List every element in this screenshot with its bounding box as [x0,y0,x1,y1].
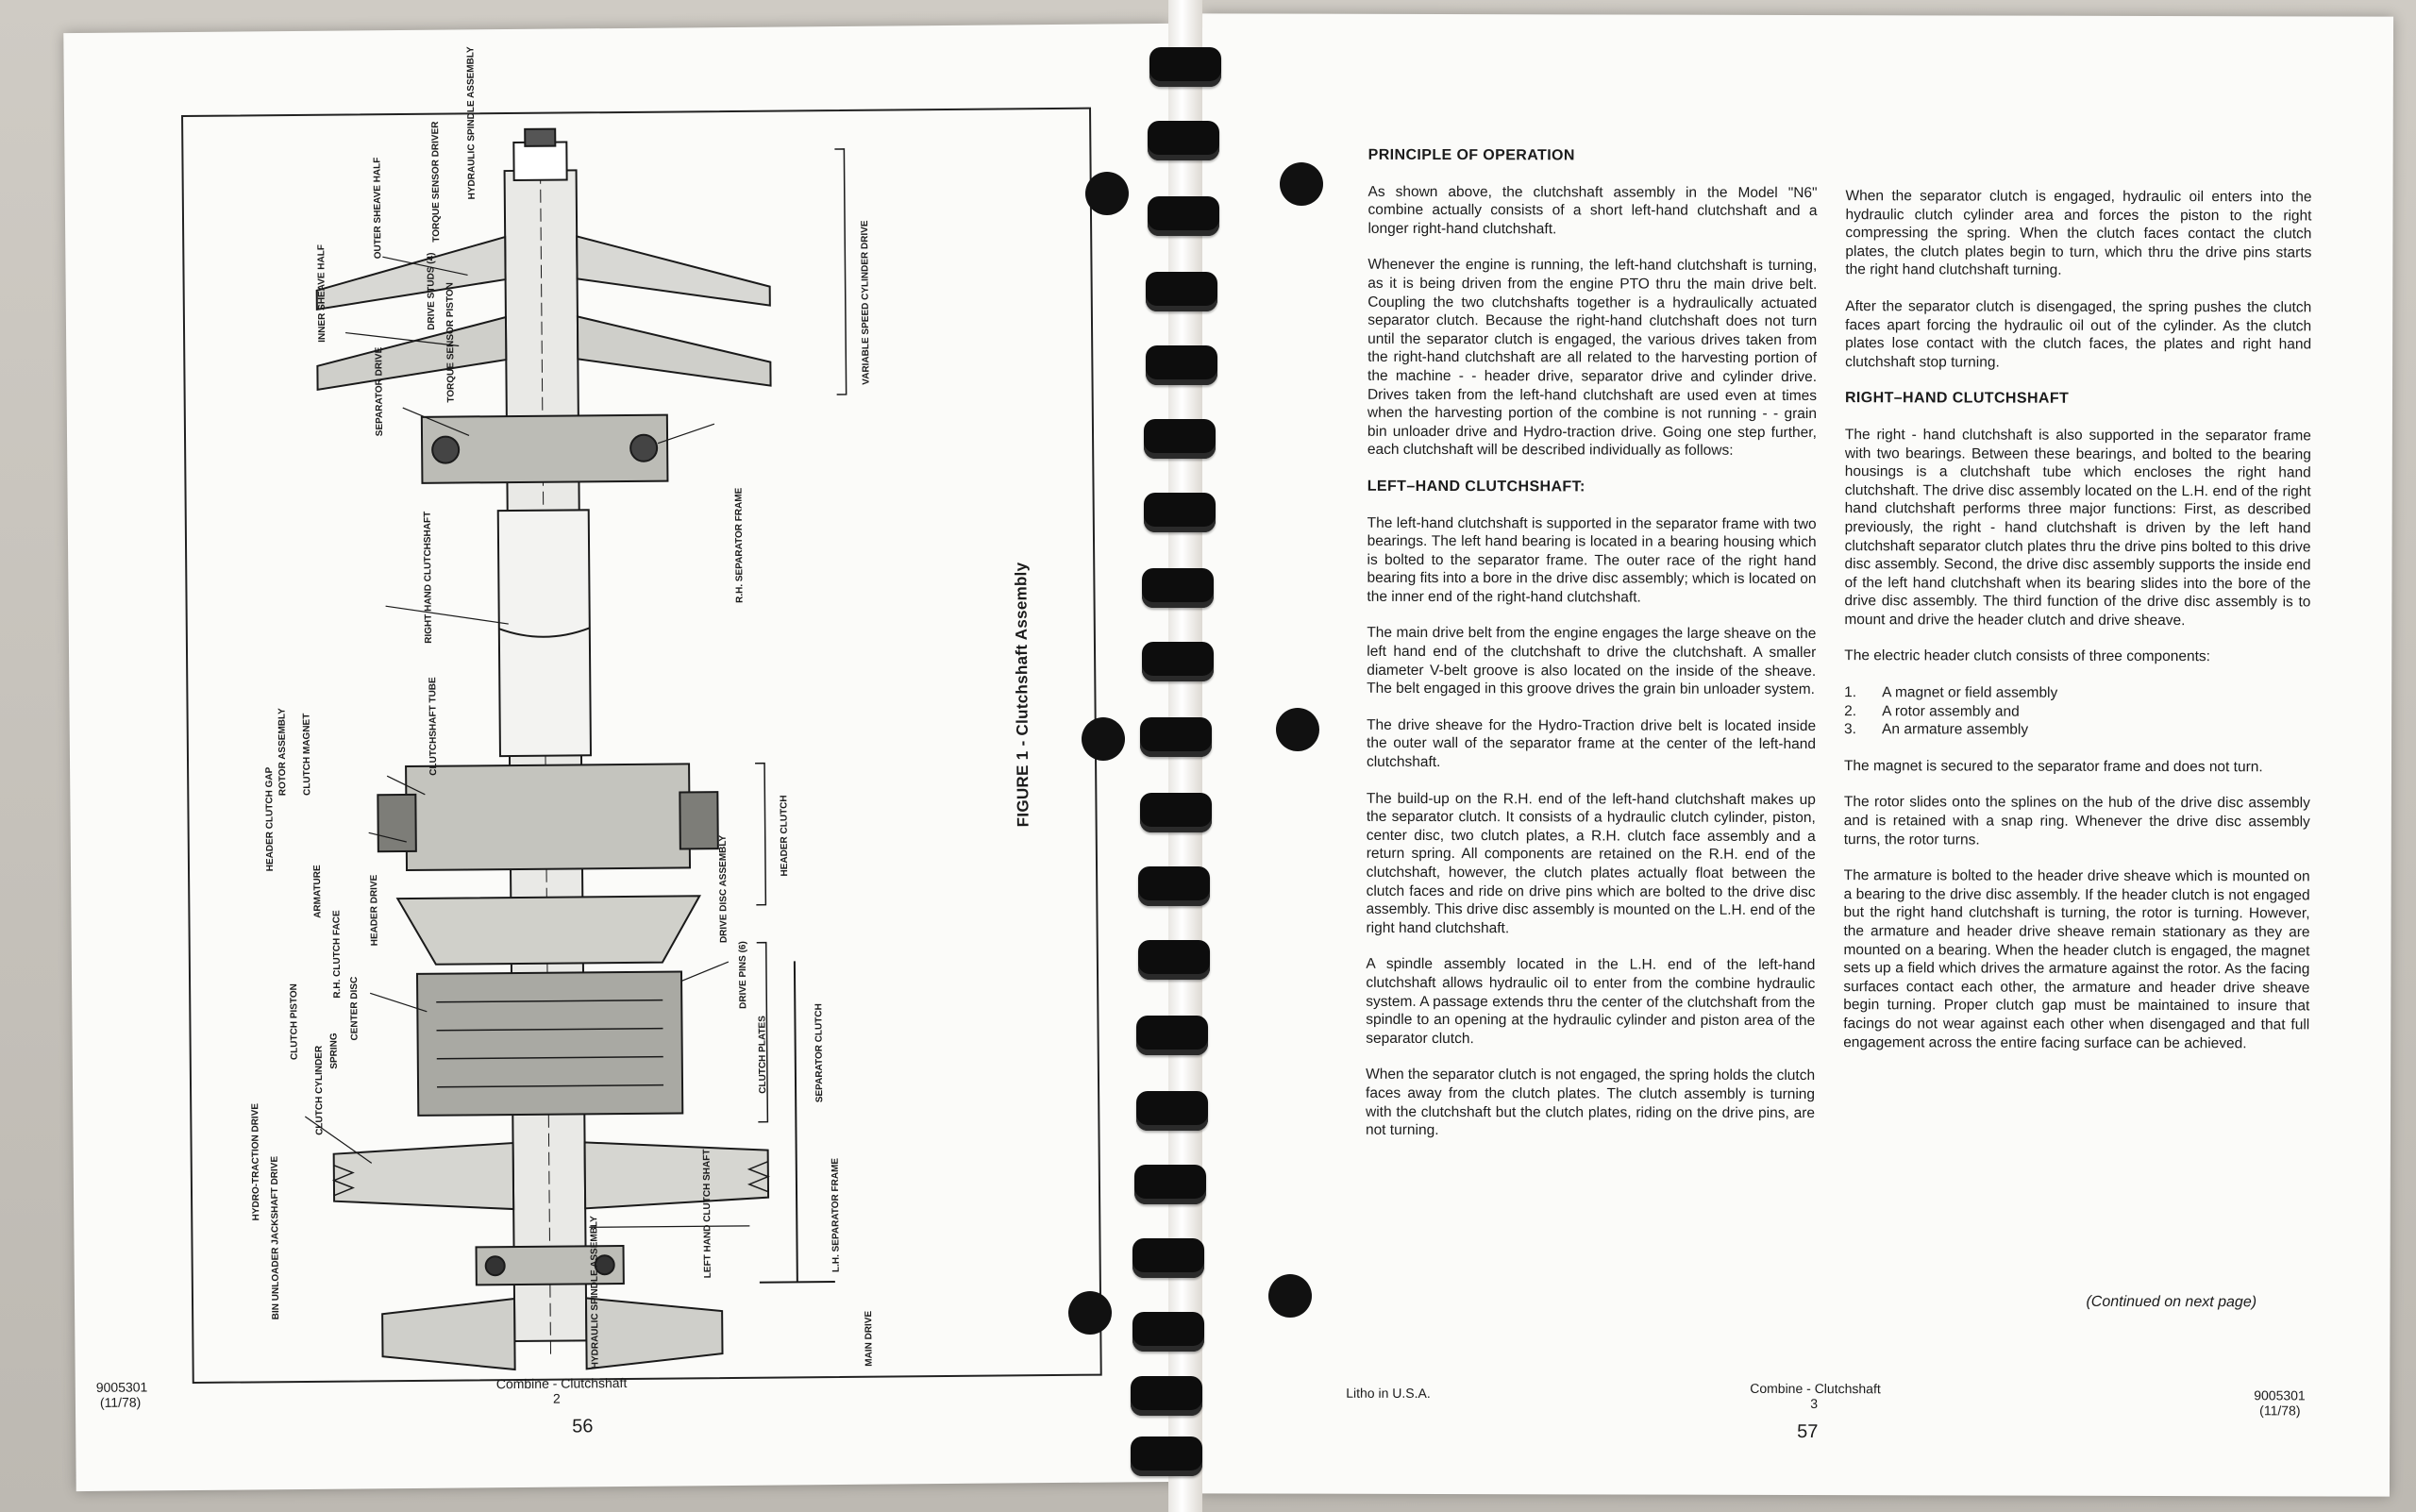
paragraph: The build-up on the R.H. end of the left… [1366,790,1816,936]
punch-hole [1280,162,1323,206]
punch-hole [1085,172,1129,215]
footer-subpage: 2 [552,1390,561,1406]
callout-label: DRIVE PINS (6) [737,941,749,1009]
binding-coil [1131,1376,1202,1416]
binding-coil [1138,940,1210,980]
callout-label: TORQUE SENSOR PISTON [445,282,457,403]
callout-label: BIN UNLOADER JACKSHAFT DRIVE [269,1155,282,1320]
binding-coil [1134,1165,1206,1204]
binding-coil [1148,196,1219,236]
binding-coil [1148,121,1219,160]
binding-coil [1131,1436,1202,1476]
figure-frame: HYDRAULIC SPINDLE ASSEMBLY TORQUE SENSOR… [181,46,1102,1385]
paragraph: The magnet is secured to the separator f… [1843,757,2263,776]
callout-label: CLUTCH MAGNET [301,713,313,796]
paragraph: Whenever the engine is running, the left… [1367,257,1818,460]
callout-label: VARIABLE SPEED CYLINDER DRIVE [860,220,872,385]
callout-label: RIGHT HAND CLUTCHSHAFT [422,511,434,644]
binding-coil [1144,493,1216,532]
callout-label: DRIVE DISC ASSEMBLY [717,834,730,944]
punch-hole [1068,1291,1112,1335]
binding-coil [1136,1016,1208,1055]
callout-label: L.H. SEPARATOR FRAME [830,1157,842,1273]
paragraph: After the separator clutch is disengaged… [1845,298,2312,371]
paragraph: A spindle assembly located in the L.H. e… [1366,956,1816,1047]
binding-coil [1142,568,1214,608]
component-list: 1.A magnet or field assembly 2.A rotor a… [1844,683,2310,740]
paragraph: The electric header clutch consists of t… [1844,647,2210,665]
paragraph: The rotor slides onto the splines on the… [1843,794,2310,848]
paragraph: When the separator clutch is not engaged… [1365,1067,1816,1139]
binding-coil [1138,866,1210,906]
clutchshaft-diagram [304,127,847,1371]
paragraph: The armature is bolted to the header dri… [1843,867,2310,1051]
list-item: 1.A magnet or field assembly [1844,684,2058,701]
binding-coil [1140,793,1212,832]
footer-subpage: 3 [1810,1396,1819,1412]
punch-hole [1082,717,1125,761]
callout-label: HYDRAULIC SPINDLE ASSEMBLY [589,1216,601,1369]
paragraph: The left-hand clutchshaft is supported i… [1367,514,1817,606]
binding-coil [1142,642,1214,681]
paragraph: When the separator clutch is engaged, hy… [1845,188,2312,279]
left-page: HYDRAULIC SPINDLE ASSEMBLY TORQUE SENSOR… [63,23,1183,1492]
callout-label: HEADER CLUTCH GAP [264,766,277,872]
footer-section: Combine - Clutchshaft [495,1374,628,1392]
footer-date: (11/78) [2259,1403,2301,1419]
section-heading: LEFT–HAND CLUTCHSHAFT: [1367,478,1586,496]
footer-date: (11/78) [99,1394,142,1410]
binding-coil [1144,419,1216,459]
section-heading: PRINCIPLE OF OPERATION [1367,146,1575,164]
binding-coil [1132,1238,1204,1278]
callout-label: CENTER DISC [349,976,361,1041]
page-number: 57 [1797,1421,1819,1443]
callout-label: LEFT HAND CLUTCH SHAFT [701,1149,713,1279]
binding-coil [1146,345,1217,385]
callout-label: CLUTCH PISTON [289,983,300,1061]
paragraph: The drive sheave for the Hydro-Traction … [1366,716,1817,771]
binding-coil [1132,1312,1204,1352]
paragraph: As shown above, the clutchshaft assembly… [1367,183,1818,238]
callout-label: CLUTCH PLATES [757,1016,769,1094]
binding-coil [1146,272,1217,311]
section-heading: RIGHT–HAND CLUTCHSHAFT [1844,390,2070,408]
page-number: 56 [572,1416,594,1437]
callout-label: HYDRO-TRACTION DRIVE [250,1102,262,1221]
callout-label: SEPARATOR CLUTCH [814,1003,826,1103]
punch-hole [1276,708,1319,751]
text-column-1: PRINCIPLE OF OPERATION As shown above, t… [1366,146,1818,1159]
callout-label: HYDRAULIC SPINDLE ASSEMBLY [465,46,478,200]
punch-hole [1268,1274,1312,1318]
footer-litho: Litho in U.S.A. [1346,1385,1431,1401]
footer-code: 9005301 [2254,1387,2306,1403]
footer-section: Combine - Clutchshaft [1750,1380,1881,1397]
callout-label: ARMATURE [311,865,324,918]
callout-label: SPRING [328,1033,340,1069]
callout-label: OUTER SHEAVE HALF [372,157,384,260]
callout-label: MAIN DRIVE [864,1310,875,1367]
list-item: 3.An armature assembly [1844,721,2029,738]
continued-note: (Continued on next page) [2086,1293,2257,1311]
callout-label: HEADER CLUTCH [779,795,791,877]
callout-label: R.H. SEPARATOR FRAME [733,487,746,603]
binding-coil [1149,47,1221,87]
paragraph: The right - hand clutchshaft is also sup… [1844,427,2311,629]
right-page: PRINCIPLE OF OPERATION As shown above, t… [1198,13,2394,1497]
binding-coil [1136,1091,1208,1131]
callout-label: DRIVE STUDS (4) [426,252,438,330]
callout-label: HEADER DRIVE [369,874,380,947]
callout-label: CLUTCHSHAFT TUBE [428,677,440,776]
figure-title: FIGURE 1 - Clutchshaft Assembly [1012,562,1032,828]
callout-label: SEPARATOR DRIVE [374,346,386,437]
callout-label: CLUTCH CYLINDER [313,1045,326,1135]
list-item: 2.A rotor assembly and [1844,702,2020,720]
callout-label: ROTOR ASSEMBLY [277,708,289,797]
callout-label: INNER SHEAVE HALF [316,244,328,343]
callout-label: R.H. CLUTCH FACE [331,910,344,999]
text-column-2: When the separator clutch is engaged, hy… [1843,187,2311,1070]
binding-coil [1140,717,1212,757]
paragraph: The main drive belt from the engine enga… [1367,625,1817,698]
callout-label: TORQUE SENSOR DRIVER [430,121,443,243]
footer-code: 9005301 [95,1379,148,1395]
